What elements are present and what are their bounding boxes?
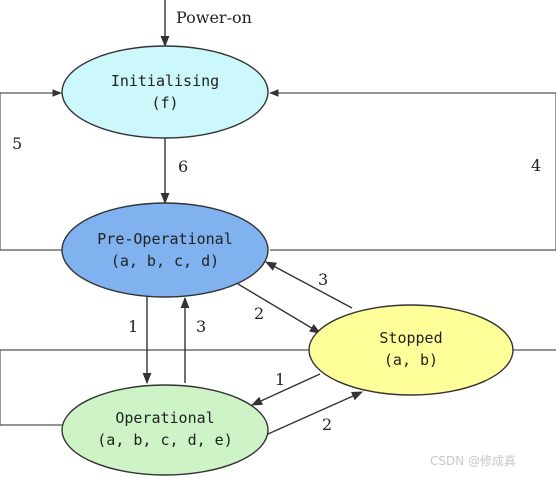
watermark-text: CSDN @修成真 xyxy=(430,454,517,468)
label-op-to-preop: 3 xyxy=(196,317,206,336)
state-initialising xyxy=(61,45,269,139)
power-on-label: Power-on xyxy=(176,8,252,27)
state-pre-operational-name: Pre-Operational xyxy=(97,230,232,248)
band-line-operational xyxy=(0,350,62,426)
label-init-to-preop: 6 xyxy=(178,157,188,176)
transition-op-to-stopped xyxy=(267,391,364,435)
state-stopped-name: Stopped xyxy=(379,329,442,347)
state-initialising-services: (f) xyxy=(151,94,178,112)
state-operational-name: Operational xyxy=(115,409,214,427)
reset-communication-line xyxy=(0,89,80,251)
transition-preop-to-stopped xyxy=(237,283,321,334)
transition-stopped-to-op xyxy=(250,373,321,406)
label-preop-to-stopped: 2 xyxy=(254,304,264,323)
state-pre-operational-services: (a, b, c, d) xyxy=(111,252,219,270)
label-reset-node: 4 xyxy=(531,156,541,175)
state-initialising-name: Initialising xyxy=(111,72,219,90)
label-stopped-to-preop: 3 xyxy=(318,270,328,289)
state-pre-operational xyxy=(61,202,269,298)
label-reset-comm: 5 xyxy=(12,134,22,153)
state-stopped-services: (a, b) xyxy=(384,351,438,369)
state-operational-services: (a, b, c, d, e) xyxy=(97,431,232,449)
state-operational xyxy=(61,384,269,476)
transition-stopped-to-preop xyxy=(265,261,353,309)
label-preop-to-op: 1 xyxy=(128,317,138,336)
state-stopped xyxy=(308,304,514,396)
label-stopped-to-op: 1 xyxy=(275,370,285,389)
label-op-to-stopped: 2 xyxy=(322,415,332,434)
